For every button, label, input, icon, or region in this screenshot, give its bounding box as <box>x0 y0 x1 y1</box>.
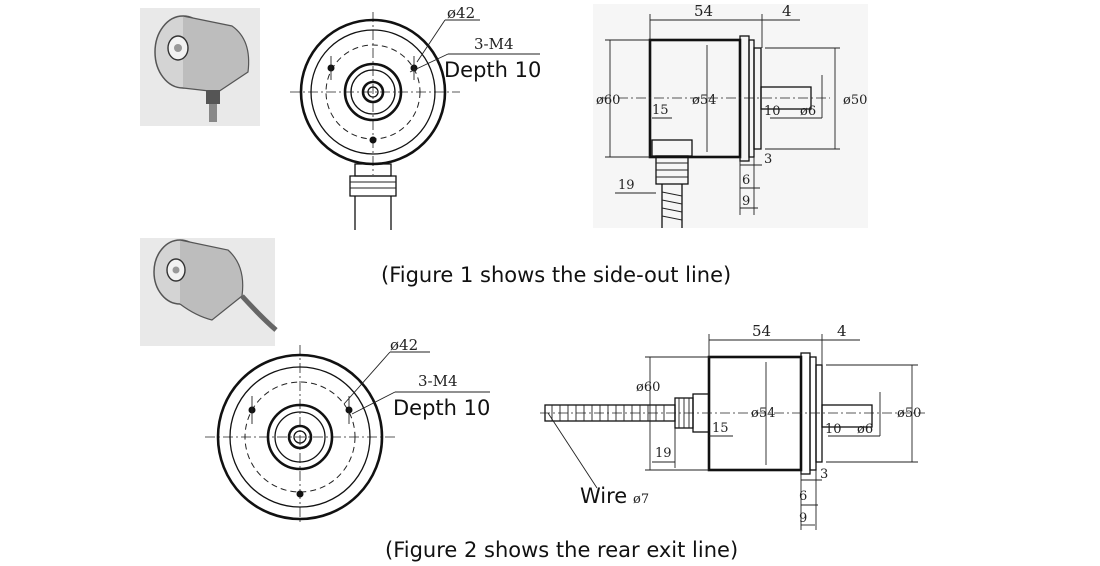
fig1-side-body-dia: ø54 <box>692 93 716 108</box>
fig2-side-shaft-dia: ø6 <box>857 422 873 437</box>
fig2-side-body-dia: ø54 <box>751 406 775 421</box>
fig2-front-thread: 3-M4 <box>418 372 458 390</box>
fig2-caption: (Figure 2 shows the rear exit line) <box>385 538 738 562</box>
fig1-side-gland-height: 19 <box>618 178 635 193</box>
encoder-photo-side-out <box>140 8 260 126</box>
fig1-side-step6: 6 <box>742 173 750 188</box>
fig1-side-length-flange: 4 <box>782 2 792 20</box>
fig1-front-depth: Depth 10 <box>444 58 541 82</box>
fig2-side-gland-height: 19 <box>655 446 672 461</box>
fig1-side-length-body: 54 <box>694 2 713 20</box>
fig1-front-thread: 3-M4 <box>474 35 514 53</box>
fig2-side-shaft-len: 10 <box>825 422 842 437</box>
fig2-side-outer-dia: ø60 <box>636 380 660 395</box>
fig2-front-view <box>205 345 490 525</box>
fig2-side-gland-offset: 15 <box>712 421 729 436</box>
fig1-side-step9: 9 <box>742 194 750 209</box>
fig2-wire-dia: ø7 <box>633 492 649 507</box>
fig2-side-length-body: 54 <box>752 322 771 340</box>
fig1-side-flange-dia: ø50 <box>843 93 867 108</box>
fig1-front-view <box>290 12 540 230</box>
fig2-side-step3: 3 <box>820 467 828 482</box>
fig1-side-shaft-dia: ø6 <box>800 104 816 119</box>
fig1-side-shaft-len: 10 <box>764 104 781 119</box>
fig2-front-diameter: ø42 <box>390 336 418 354</box>
fig1-front-diameter: ø42 <box>447 4 475 22</box>
fig1-side-step3: 3 <box>764 152 772 167</box>
fig1-caption: (Figure 1 shows the side-out line) <box>381 263 731 287</box>
fig2-side-flange-dia: ø50 <box>897 406 921 421</box>
fig2-side-length-flange: 4 <box>837 322 847 340</box>
fig1-side-view <box>593 4 868 228</box>
fig2-wire-label: Wire <box>580 484 627 508</box>
fig2-side-step9: 9 <box>799 511 807 526</box>
fig1-side-gland-offset: 15 <box>652 103 669 118</box>
fig2-front-depth: Depth 10 <box>393 396 490 420</box>
encoder-photo-rear-exit <box>140 238 278 346</box>
fig2-side-view <box>540 334 925 530</box>
fig1-side-outer-dia: ø60 <box>596 93 620 108</box>
fig2-side-step6: 6 <box>799 489 807 504</box>
